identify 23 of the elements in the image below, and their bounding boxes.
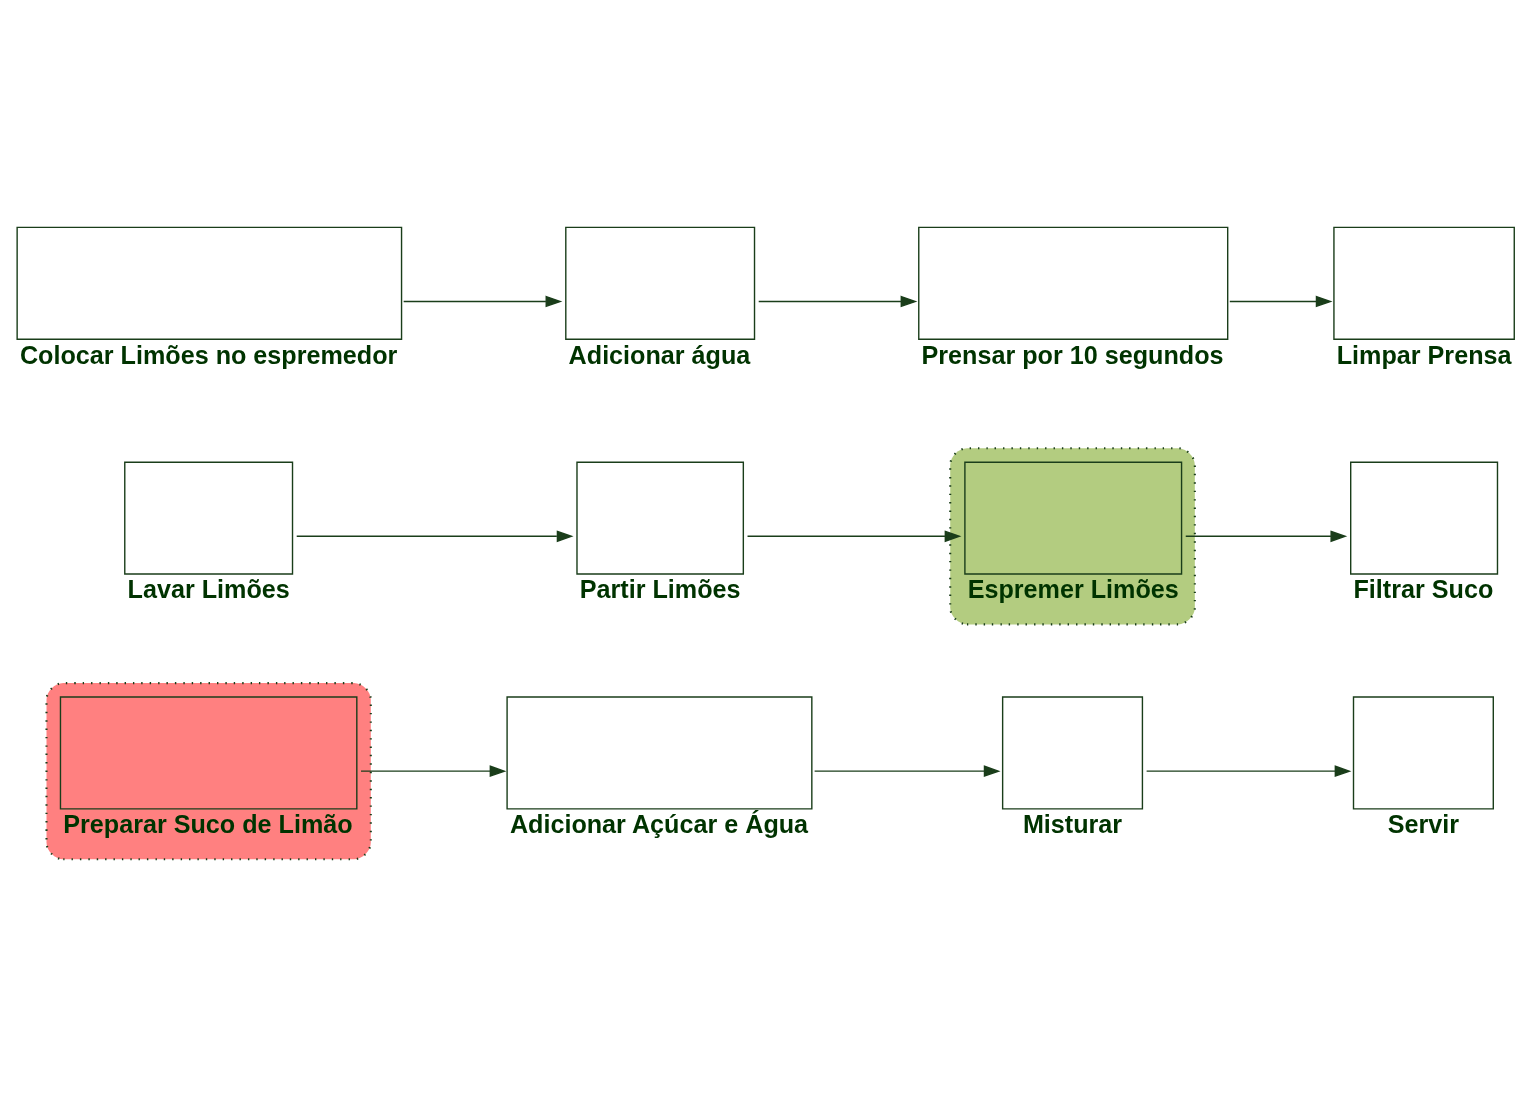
cluster: [45, 681, 372, 860]
node-label: Servir: [1387, 809, 1460, 838]
node-label: Limpar Prensa: [1336, 340, 1512, 369]
node-label: Espremer Limões: [967, 574, 1179, 603]
arrow: [758, 295, 918, 307]
arrow: [813, 764, 1001, 777]
arrow: [296, 529, 574, 542]
node-label: Adicionar água: [568, 340, 751, 369]
arrow: [402, 295, 563, 307]
node-label: Prensar por 10 segundos: [921, 340, 1224, 369]
arrow: [1185, 529, 1348, 542]
arrow: [1229, 295, 1333, 307]
node-label: Filtrar Suco: [1353, 574, 1494, 603]
arrow: [746, 529, 962, 542]
node-label: Partir Limões: [579, 574, 741, 603]
node-label: Lavar Limões: [127, 574, 290, 603]
node-label: Preparar Suco de Limão: [63, 809, 353, 838]
node-label: Adicionar Açúcar e Água: [509, 809, 809, 838]
node-label: Colocar Limões no espremedor: [19, 340, 398, 369]
cluster: [949, 446, 1196, 625]
arrow: [1145, 764, 1352, 777]
arrow: [360, 764, 507, 777]
node-label: Misturar: [1022, 809, 1123, 838]
